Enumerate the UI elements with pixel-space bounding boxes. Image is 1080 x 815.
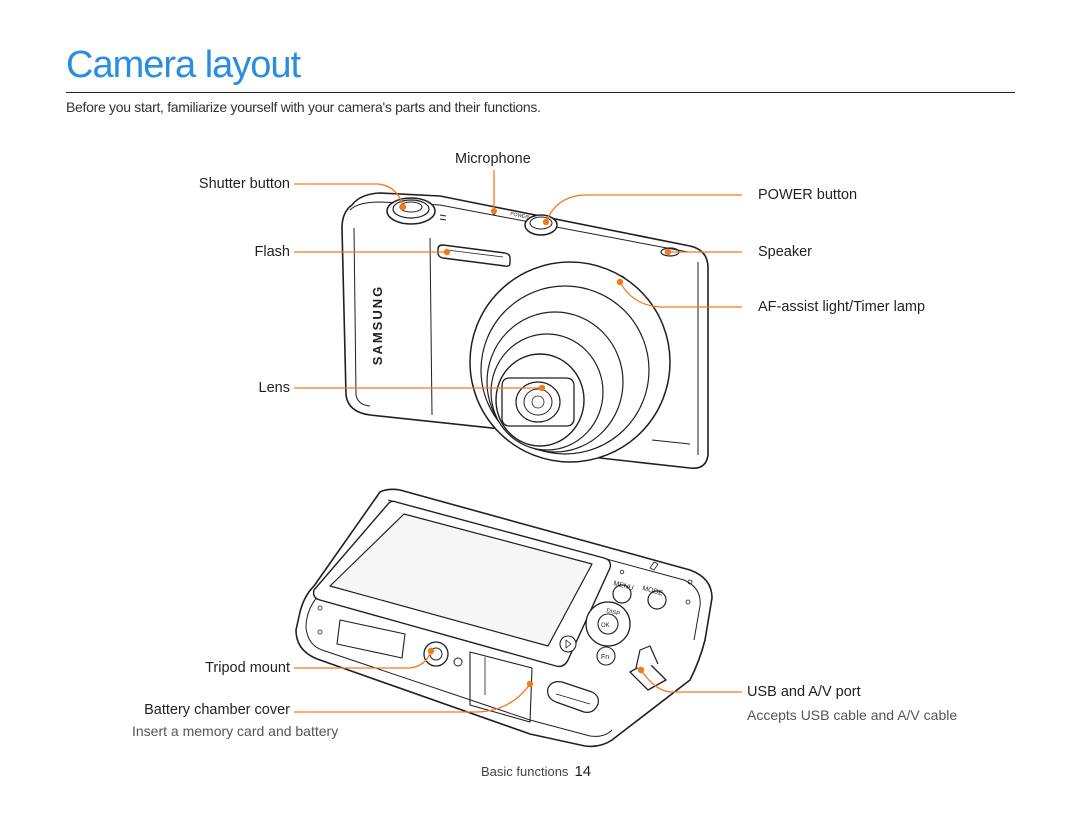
ok-marking: OK (601, 623, 610, 629)
disp-marking: DISP (605, 608, 620, 617)
label-af-assist: AF-assist light/Timer lamp (758, 299, 926, 315)
af-callout (619, 281, 742, 308)
usb-callout (640, 669, 742, 693)
camera-front (341, 192, 709, 470)
fn-marking: Fn (601, 654, 609, 661)
note-usb-port: Accepts USB cable and A/V cable (747, 707, 958, 723)
footer-section: Basic functions (481, 764, 569, 779)
camera-back (295, 488, 713, 748)
label-lens: Lens (258, 380, 290, 396)
battery-callout (294, 683, 531, 713)
page-number: 14 (574, 763, 592, 780)
label-speaker: Speaker (758, 244, 813, 260)
page-footer: Basic functions 14 (481, 763, 591, 780)
label-battery-cover: Battery chamber cover (144, 702, 290, 718)
label-usb-port: USB and A/V port (747, 684, 861, 700)
label-microphone: Microphone (455, 151, 531, 167)
label-shutter-button: Shutter button (198, 176, 290, 192)
title-divider (66, 92, 1015, 93)
brand-logo: SAMSUNG (370, 285, 385, 365)
power-callout (545, 194, 742, 223)
callout-dots (399, 203, 672, 688)
note-battery-cover: Insert a memory card and battery (132, 723, 339, 739)
label-tripod-mount: Tripod mount (205, 660, 290, 676)
shutter-callout (294, 183, 404, 208)
intro-text: Before you start, familiarize yourself w… (66, 99, 541, 115)
page-title: Camera layout (66, 44, 301, 86)
power-marking: POWER (510, 211, 530, 221)
label-power-button: POWER button (758, 187, 858, 203)
label-flash: Flash (254, 244, 290, 260)
